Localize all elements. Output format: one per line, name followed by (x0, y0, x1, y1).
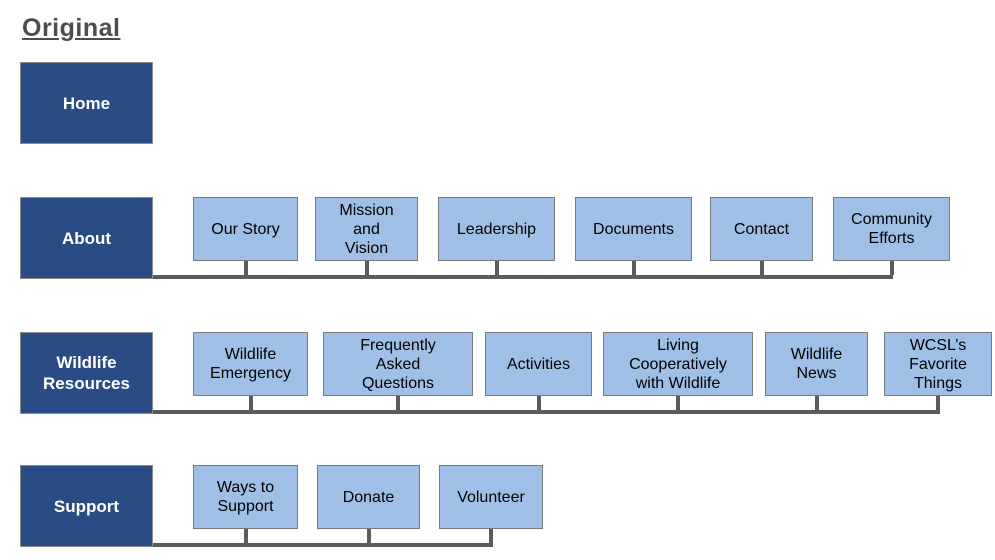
connector-stub (244, 261, 248, 275)
node-about: About (20, 197, 153, 279)
node-frequently-asked-questions: Frequently Asked Questions (323, 332, 473, 396)
node-donate: Donate (317, 465, 420, 529)
node-volunteer: Volunteer (439, 465, 543, 529)
connector-stub (367, 529, 371, 543)
node-activities: Activities (485, 332, 592, 396)
connector-line-support (151, 543, 493, 547)
connector-stub (249, 396, 253, 410)
node-wildlife-news: Wildlife News (765, 332, 868, 396)
node-community-efforts: Community Efforts (833, 197, 950, 261)
connector-stub (244, 529, 248, 543)
connector-stub (890, 261, 894, 275)
connector-stub (495, 261, 499, 275)
node-wildlife-resources: Wildlife Resources (20, 332, 153, 414)
node-support: Support (20, 465, 153, 547)
connector-stub (396, 396, 400, 410)
connector-stub (936, 396, 940, 410)
connector-stub (760, 261, 764, 275)
node-mission-and-vision: Mission and Vision (315, 197, 418, 261)
connector-line-about (151, 275, 893, 279)
node-wildlife-emergency: Wildlife Emergency (193, 332, 308, 396)
diagram-title: Original (22, 14, 121, 42)
node-our-story: Our Story (193, 197, 298, 261)
node-home: Home (20, 62, 153, 144)
connector-stub (537, 396, 541, 410)
connector-stub (365, 261, 369, 275)
node-wcsls-favorite-things: WCSL’s Favorite Things (884, 332, 992, 396)
connector-stub (815, 396, 819, 410)
connector-stub (676, 396, 680, 410)
connector-stub (489, 529, 493, 543)
node-ways-to-support: Ways to Support (193, 465, 298, 529)
node-documents: Documents (575, 197, 692, 261)
connector-line-wildlife-resources (151, 410, 940, 414)
node-living-cooperatively-with-wildlife: Living Cooperatively with Wildlife (603, 332, 753, 396)
node-leadership: Leadership (438, 197, 555, 261)
node-contact: Contact (710, 197, 813, 261)
connector-stub (632, 261, 636, 275)
